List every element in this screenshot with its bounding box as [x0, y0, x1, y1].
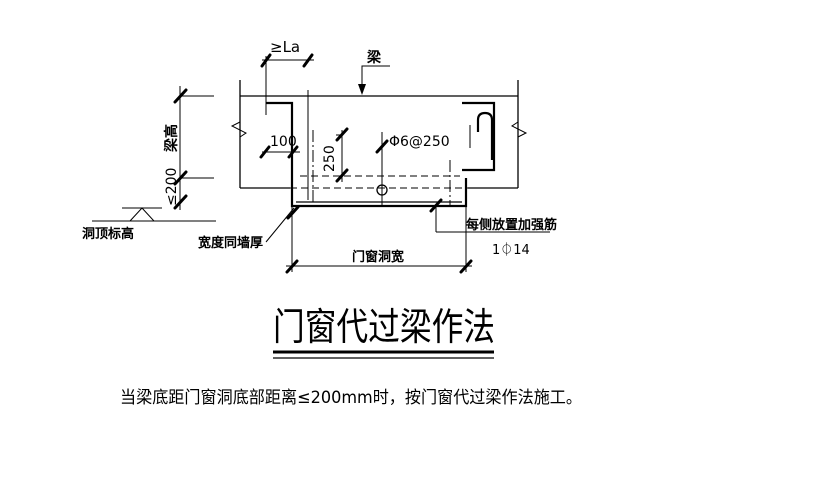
extra-bar-spec-label: 1⏀14	[492, 242, 530, 258]
construction-note: 当梁底距门窗洞底部距离≤200mm时，按门窗代过梁作法施工。	[120, 388, 582, 408]
anchor-length-dimension: ≥La	[260, 38, 314, 103]
max-gap-label: ≤200	[164, 168, 180, 206]
beam-label: 梁	[366, 49, 382, 66]
beam-leader: 梁	[358, 49, 390, 95]
opening-top-elevation-label: 洞顶标高	[82, 226, 134, 242]
stirrup-label: Φ6@250	[389, 134, 450, 150]
width-leader: 宽度同墙厚	[197, 205, 300, 251]
extra-bar-leader: 每侧放置加强筋 1⏀14	[429, 198, 557, 258]
opening-width-dimension: 门窗洞宽	[285, 206, 473, 274]
width-same-as-wall-label: 宽度同墙厚	[197, 235, 263, 251]
anchor-length-label: ≥La	[270, 38, 300, 56]
title-block: 门窗代过梁作法	[273, 305, 495, 359]
beam-height-dimension: 梁高 ≤200	[163, 86, 214, 210]
dim-250-label: 250	[322, 145, 338, 172]
beam-height-label: 梁高	[163, 124, 180, 153]
drawing-title: 门窗代过梁作法	[273, 305, 495, 349]
dim-100-label: 100	[270, 134, 297, 150]
extra-bar-label: 每侧放置加强筋	[466, 217, 557, 233]
dim-250: 250	[322, 127, 349, 183]
opening-top-elevation-marker: 洞顶标高	[82, 207, 216, 242]
stirrup-callout: Φ6@250	[375, 132, 450, 154]
opening-width-label: 门窗洞宽	[352, 249, 404, 265]
reinforcement	[265, 90, 496, 208]
dim-100: 100	[259, 134, 300, 159]
beam-outline	[230, 80, 528, 189]
